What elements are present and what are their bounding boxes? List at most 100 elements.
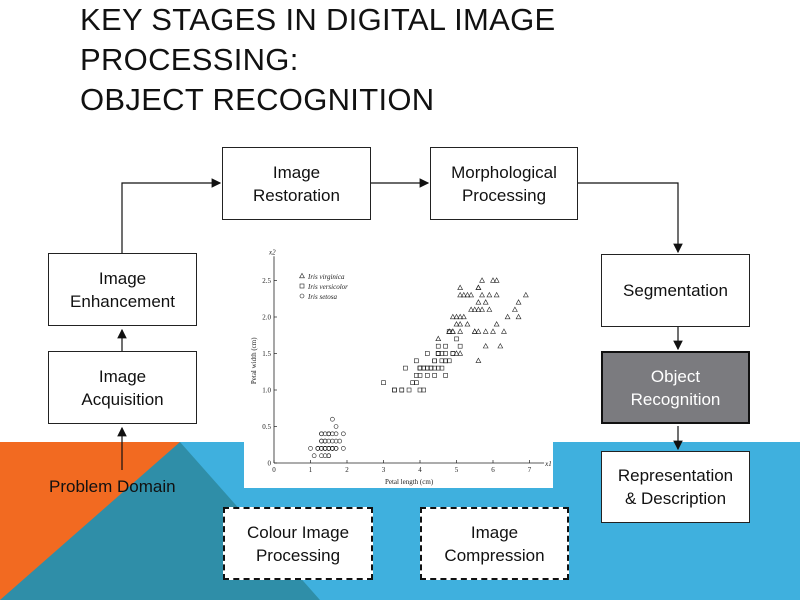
y-tick-label: 2.5: [262, 277, 271, 285]
data-point-circle: [330, 438, 335, 444]
data-point-triangle: [453, 313, 460, 320]
x-tick-label: 5: [455, 466, 459, 474]
title-line-3: Object Recognition: [80, 82, 435, 117]
data-point-square: [450, 351, 456, 356]
data-point-circle: [322, 438, 328, 444]
data-point-triangle: [479, 291, 485, 298]
data-point-triangle: [457, 313, 464, 320]
object-recognition-box[interactable]: Object Recognition: [601, 351, 750, 424]
data-point-triangle: [475, 284, 482, 290]
data-point-triangle: [493, 277, 500, 283]
data-point-triangle: [511, 306, 518, 312]
background-orange-shape: [0, 442, 180, 600]
legend-label: Iris setosa: [307, 293, 337, 301]
data-point-square: [425, 365, 430, 371]
data-point-triangle: [457, 291, 464, 298]
segmentation-box[interactable]: Segmentation: [601, 254, 750, 327]
data-point-square: [392, 387, 397, 393]
x-tick-label: 4: [418, 466, 422, 474]
data-point-triangle: [482, 342, 489, 349]
data-point-square: [446, 329, 452, 334]
data-point-square: [446, 358, 452, 364]
representation-description-box[interactable]: Representation & Description: [601, 451, 750, 523]
image-compression-box[interactable]: Image Compression: [420, 507, 569, 580]
data-point-triangle: [471, 306, 478, 312]
y-axis-title: Petal width (cm): [250, 337, 258, 384]
data-point-circle: [326, 446, 332, 451]
data-point-triangle: [457, 321, 464, 327]
title-line-2: Processing:: [80, 42, 299, 77]
data-point-square: [435, 351, 441, 356]
data-point-circle: [330, 416, 335, 422]
data-point-square: [414, 358, 419, 364]
image-enhancement-box[interactable]: Image Enhancement: [48, 253, 197, 326]
x-axis-variable: x1: [544, 460, 552, 468]
problem-domain-label: Problem Domain: [49, 477, 176, 496]
data-point-triangle: [460, 291, 467, 298]
colour-image-processing-box[interactable]: Colour Image Processing: [223, 507, 373, 580]
data-point-triangle: [475, 284, 482, 290]
data-point-square: [425, 351, 430, 356]
data-point-square: [417, 387, 423, 393]
image-acquisition-box[interactable]: Image Acquisition: [48, 351, 197, 424]
data-point-circle: [326, 438, 332, 444]
data-point-triangle: [493, 321, 500, 327]
data-point-square: [454, 336, 459, 342]
data-point-square: [432, 373, 437, 378]
data-point-triangle: [453, 321, 460, 327]
data-point-triangle: [515, 299, 522, 305]
morphological-processing-box[interactable]: Morphological Processing: [430, 147, 578, 220]
data-point-square: [439, 351, 445, 356]
legend-marker-circle: [299, 293, 305, 299]
legend-marker-square: [299, 283, 305, 289]
data-point-circle: [330, 446, 335, 451]
data-point-square: [439, 365, 445, 371]
image-restoration-box[interactable]: Image Restoration: [222, 147, 371, 220]
data-point-square: [399, 387, 405, 393]
data-point-circle: [337, 438, 342, 444]
arrow-morphological-to-segmentation: [578, 182, 683, 254]
data-point-circle: [322, 431, 328, 437]
data-point-square: [443, 373, 448, 378]
data-point-triangle: [453, 350, 460, 356]
data-point-triangle: [482, 299, 489, 305]
legend-label: Iris versicolor: [307, 283, 348, 291]
data-point-circle: [319, 438, 324, 444]
x-tick-label: 7: [528, 466, 532, 474]
data-point-triangle: [486, 306, 493, 312]
data-point-square: [406, 387, 412, 393]
x-tick-label: 0: [272, 466, 276, 474]
x-tick-label: 3: [382, 466, 386, 474]
data-point-triangle: [457, 350, 464, 356]
data-point-square: [439, 358, 445, 364]
data-point-triangle: [490, 328, 496, 334]
data-point-triangle: [435, 335, 442, 341]
data-point-triangle: [464, 321, 471, 327]
data-point-circle: [330, 431, 335, 437]
data-point-square: [403, 365, 408, 371]
y-axis-variable: x2: [268, 248, 276, 256]
data-point-square: [392, 387, 397, 393]
data-point-triangle: [493, 291, 500, 298]
data-point-square: [421, 387, 426, 393]
data-point-circle: [311, 453, 317, 458]
data-point-circle: [341, 446, 346, 451]
data-point-square: [414, 373, 419, 378]
data-point-triangle: [522, 291, 529, 298]
data-point-circle: [333, 438, 339, 444]
data-point-triangle: [479, 306, 485, 312]
y-tick-label: 2.0: [262, 314, 271, 322]
data-point-square: [381, 380, 386, 385]
data-point-circle: [315, 446, 321, 451]
data-point-square: [410, 380, 415, 385]
data-point-square: [435, 365, 441, 371]
data-point-square: [399, 387, 405, 393]
x-tick-label: 2: [345, 466, 349, 474]
data-point-square: [432, 358, 437, 364]
data-point-triangle: [475, 306, 482, 312]
slide-title: Key Stages in Digital Image Processing: …: [80, 0, 720, 120]
title-line-1: Key Stages in Digital Image: [80, 2, 556, 37]
y-tick-label: 0.5: [262, 423, 271, 431]
data-point-square: [457, 343, 463, 349]
